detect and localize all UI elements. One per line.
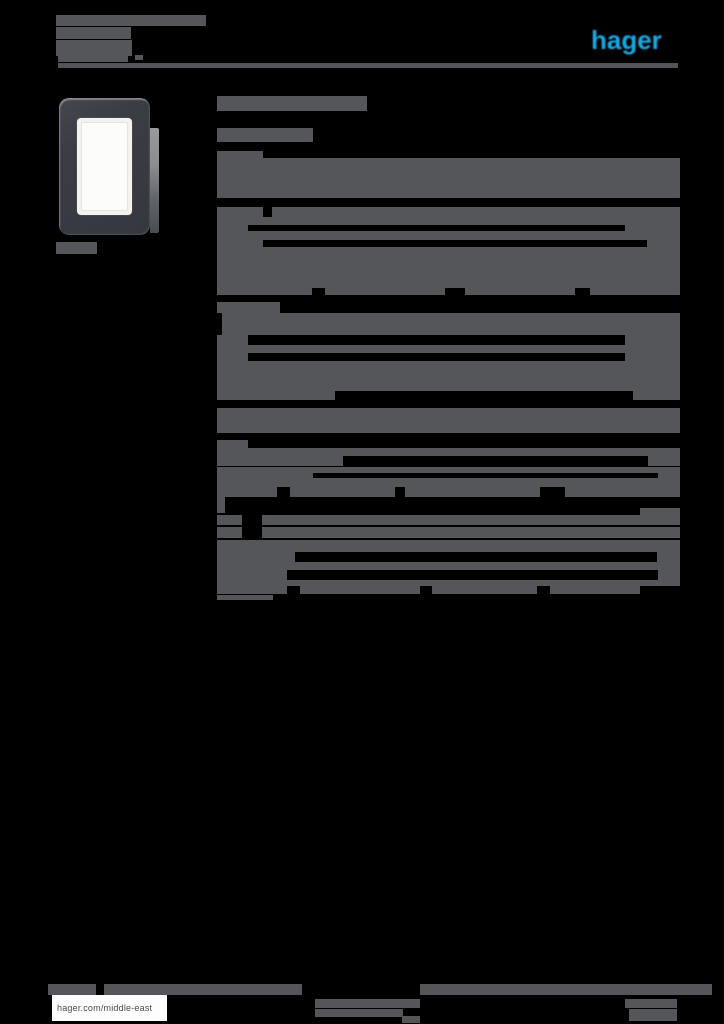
redacted-line xyxy=(56,40,132,56)
footer-url: hager.com/middle-east xyxy=(57,1003,153,1013)
redacted-line xyxy=(590,288,680,295)
redacted-line xyxy=(290,487,395,497)
redacted-line xyxy=(217,96,367,111)
redacted-line xyxy=(217,128,313,142)
redacted-line xyxy=(217,440,248,448)
redacted-line xyxy=(565,487,680,497)
redacted-line xyxy=(658,473,680,478)
redacted-line xyxy=(465,288,575,295)
redacted-line xyxy=(56,242,97,254)
product-image xyxy=(59,98,159,235)
redacted-line xyxy=(217,570,287,580)
redacted-line xyxy=(625,225,680,231)
redacted-line xyxy=(217,580,680,586)
product-window xyxy=(81,122,128,211)
redacted-line xyxy=(222,313,680,335)
redacted-line xyxy=(217,151,263,158)
redacted-line xyxy=(217,353,248,361)
product-plate xyxy=(59,98,150,235)
redacted-line xyxy=(325,288,445,295)
redacted-line xyxy=(647,240,680,247)
hager-logo: hager xyxy=(591,25,662,55)
redacted-line xyxy=(217,361,680,391)
redacted-line xyxy=(104,984,302,995)
redacted-line xyxy=(217,467,680,473)
redacted-line xyxy=(58,56,128,62)
redacted-line xyxy=(648,456,680,466)
redacted-line xyxy=(217,595,273,600)
redacted-line xyxy=(315,999,420,1008)
redacted-line xyxy=(217,391,335,400)
redacted-line xyxy=(262,527,680,538)
redacted-line xyxy=(402,1016,420,1023)
redacted-line xyxy=(217,448,680,456)
redacted-line xyxy=(217,456,343,466)
redacted-line xyxy=(217,515,242,525)
redacted-line xyxy=(217,473,313,478)
product-frame xyxy=(77,118,132,215)
redacted-line xyxy=(217,408,680,433)
redacted-line xyxy=(625,999,677,1008)
redacted-line xyxy=(625,353,680,361)
redacted-line xyxy=(432,586,537,594)
redacted-line xyxy=(217,552,295,562)
redacted-line xyxy=(657,552,680,562)
redacted-line xyxy=(217,225,248,231)
redacted-line xyxy=(217,540,680,552)
redacted-line xyxy=(217,527,242,538)
header-rule xyxy=(58,63,678,68)
redacted-line xyxy=(56,15,206,26)
redacted-line xyxy=(135,55,143,60)
redacted-line xyxy=(217,586,287,594)
redacted-line xyxy=(217,302,280,313)
redacted-line xyxy=(217,207,263,217)
redacted-line xyxy=(217,335,248,345)
redacted-line xyxy=(217,562,680,570)
redacted-line xyxy=(625,335,680,345)
redacted-line xyxy=(48,984,96,995)
footer-url-box: hager.com/middle-east xyxy=(52,995,167,1021)
redacted-line xyxy=(633,391,680,400)
redacted-line xyxy=(56,27,131,39)
redacted-line xyxy=(217,345,680,353)
redacted-line xyxy=(217,247,680,288)
redacted-line xyxy=(315,1009,403,1017)
redacted-line xyxy=(640,508,680,517)
redacted-line xyxy=(405,487,540,497)
product-side-shadow xyxy=(150,128,159,233)
redacted-line xyxy=(217,231,680,240)
redacted-line xyxy=(550,586,640,594)
redacted-line xyxy=(217,217,680,225)
redacted-line xyxy=(217,487,277,497)
redacted-line xyxy=(217,240,263,247)
redacted-line xyxy=(217,478,680,487)
redacted-line xyxy=(420,984,712,995)
redacted-line xyxy=(217,497,225,513)
redacted-line xyxy=(272,207,680,217)
redacted-line xyxy=(262,515,680,525)
redacted-line xyxy=(217,158,680,198)
redacted-line xyxy=(300,586,420,594)
redacted-line xyxy=(217,288,312,295)
redacted-line xyxy=(629,1009,677,1021)
redacted-line xyxy=(658,570,680,580)
